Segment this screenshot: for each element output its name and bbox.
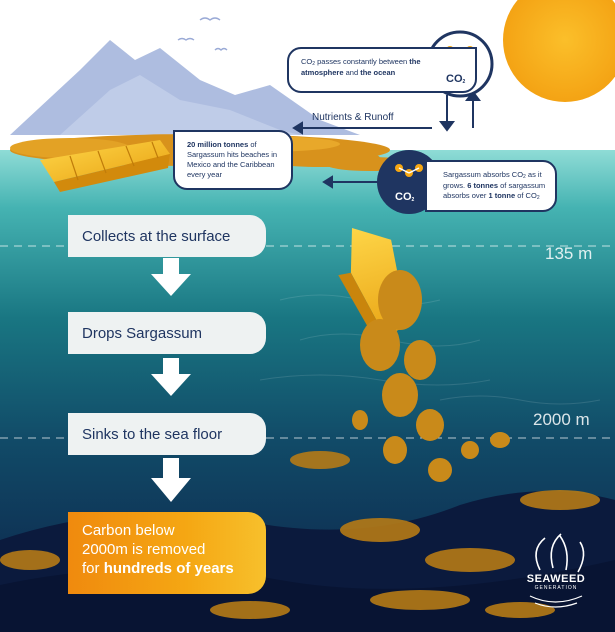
logo-wordmark: SEAWEED GENERATION — [526, 573, 586, 591]
arrow-left-icon — [292, 121, 303, 135]
step-drops-sargassum: Drops Sargassum — [68, 312, 266, 354]
sargassum-sinking — [352, 270, 510, 482]
depth-label-2000: 2000 m — [533, 410, 590, 429]
bird-icon — [177, 17, 228, 51]
step-sinks-sea-floor: Sinks to the sea floor — [68, 413, 266, 455]
step-carbon-removed: Carbon below 2000m is removed for hundre… — [68, 512, 266, 594]
sargassum-floor — [0, 451, 600, 619]
seaweed-logo-icon — [529, 533, 585, 608]
arrow-left-icon — [322, 175, 333, 189]
collector-boat — [40, 140, 170, 192]
sargassum-beaches-note: 20 million tonnes of Sargassum hits beac… — [173, 130, 293, 190]
sun-icon — [503, 0, 615, 102]
depth-label-135: 135 m — [545, 244, 593, 263]
co2-mid-label: CO2 — [395, 191, 415, 203]
co2-top-label: CO2 — [446, 73, 466, 85]
arrow-up-icon — [465, 90, 481, 101]
step-collects-surface: Collects at the surface — [68, 215, 266, 257]
molecule-icon — [395, 164, 423, 177]
mountain-front — [60, 75, 300, 135]
nutrients-runoff-label: Nutrients & Runoff — [312, 112, 394, 123]
arrow-down-icon — [439, 121, 455, 132]
sargassum-absorbs-note: Sargassum absorbs CO2 as it grows. 6 ton… — [425, 160, 557, 212]
arrow-down-chevron-icon — [151, 258, 191, 502]
atmosphere-ocean-note: CO2 passes constantly between the atmosp… — [287, 47, 477, 93]
